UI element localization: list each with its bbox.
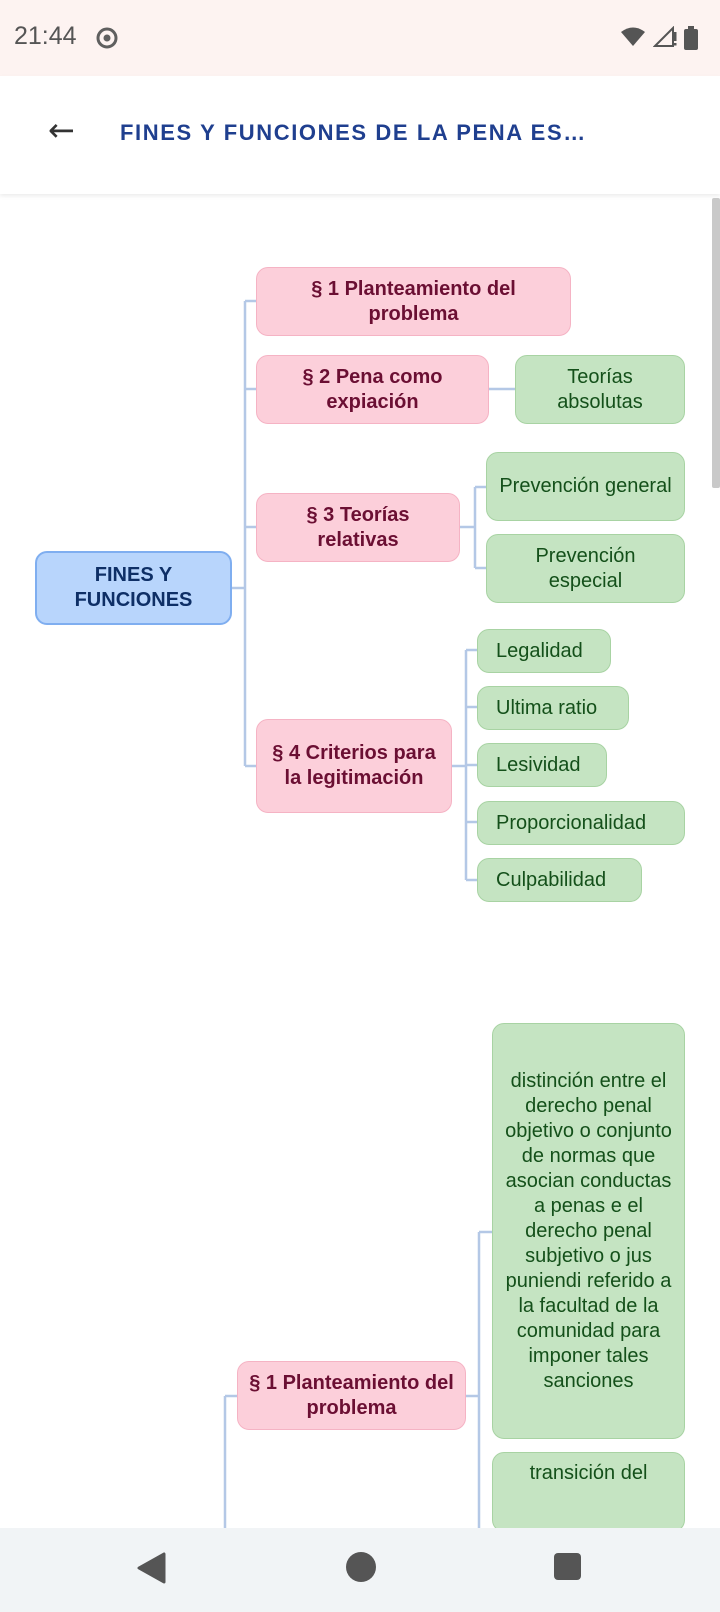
leaf-node-culpabilidad[interactable]: Culpabilidad xyxy=(477,858,642,902)
leaf-label: Ultima ratio xyxy=(496,696,598,719)
leaf-node-prevencion-general[interactable]: Prevención general xyxy=(486,452,685,521)
leaf-label: distinción entre el derecho penal objeti… xyxy=(505,1069,672,1392)
page-title: FINES Y FUNCIONES DE LA PENA ES… xyxy=(120,120,587,145)
leaf-label: Lesividad xyxy=(496,753,581,776)
system-nav-bar xyxy=(0,1528,720,1612)
section-node-second-1[interactable]: § 1 Planteamiento del problema xyxy=(237,1361,466,1430)
home-circle-icon[interactable] xyxy=(346,1552,376,1582)
mindmap-canvas[interactable]: FINES Y FUNCIONES § 1 Planteamiento del … xyxy=(0,194,720,1528)
leaf-node-proporcionalidad[interactable]: Proporcionalidad xyxy=(477,801,685,845)
section-node-4[interactable]: § 4 Criterios para la legitimación xyxy=(256,719,452,813)
leaf-label: Culpabilidad xyxy=(496,868,607,891)
leaf-label: Prevención especial xyxy=(535,544,636,592)
leaf-label: Legalidad xyxy=(496,639,583,662)
status-bar: 21:44 xyxy=(0,0,720,76)
leaf-node-teorias-absolutas[interactable]: Teorías absolutas xyxy=(515,355,685,424)
leaf-node-transicion[interactable]: transición del xyxy=(492,1452,685,1528)
leaf-label: transición del xyxy=(529,1462,648,1484)
mindmap-root-node[interactable]: FINES Y FUNCIONES xyxy=(35,551,232,625)
leaf-node-prevencion-especial[interactable]: Prevención especial xyxy=(486,534,685,603)
leaf-label: Prevención general xyxy=(499,475,672,497)
scrollbar[interactable] xyxy=(712,198,720,488)
leaf-node-legalidad[interactable]: Legalidad xyxy=(477,629,611,673)
section-node-2[interactable]: § 2 Pena como expiación xyxy=(256,355,489,424)
section-label: § 3 Teorías relativas xyxy=(306,503,410,551)
back-arrow-icon[interactable]: ← xyxy=(48,111,75,149)
leaf-label: Proporcionalidad xyxy=(496,811,647,834)
status-time: 21:44 xyxy=(14,22,77,50)
section-label: § 2 Pena como expiación xyxy=(302,365,443,413)
leaf-node-lesividad[interactable]: Lesividad xyxy=(477,743,607,787)
leaf-node-ultima-ratio[interactable]: Ultima ratio xyxy=(477,686,629,730)
section-label: § 1 Planteamiento del problema xyxy=(311,277,516,325)
leaf-node-distincion[interactable]: distinción entre el derecho penal objeti… xyxy=(492,1023,685,1439)
back-triangle-icon[interactable] xyxy=(136,1552,166,1584)
app-bar: ← FINES Y FUNCIONES DE LA PENA ES… xyxy=(0,76,720,194)
leaf-label: Teorías absolutas xyxy=(557,365,643,413)
wifi-icon xyxy=(621,27,645,46)
chrome-icon xyxy=(96,27,118,49)
section-label: § 4 Criterios para la legitimación xyxy=(272,742,436,789)
recents-square-icon[interactable] xyxy=(554,1553,581,1580)
section-node-1[interactable]: § 1 Planteamiento del problema xyxy=(256,267,571,336)
section-label: § 1 Planteamiento del problema xyxy=(249,1371,454,1419)
battery-icon xyxy=(684,26,698,50)
section-node-3[interactable]: § 3 Teorías relativas xyxy=(256,493,460,562)
signal-icon xyxy=(653,26,677,47)
root-label: FINES Y FUNCIONES xyxy=(74,564,193,611)
